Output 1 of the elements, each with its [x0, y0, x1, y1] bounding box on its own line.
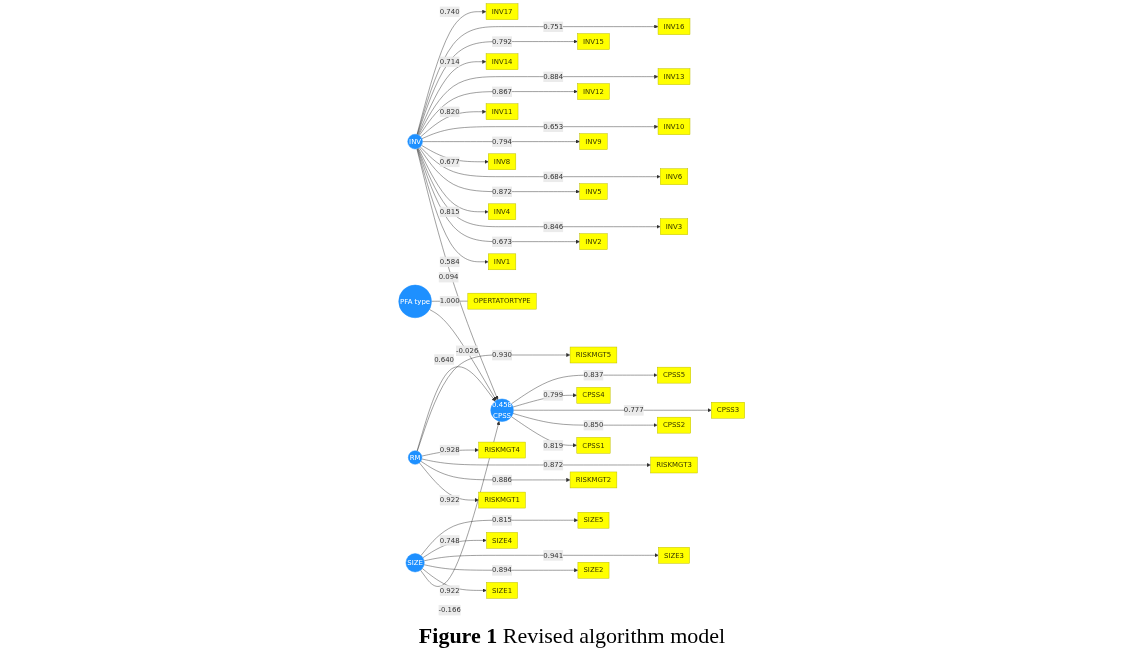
figure-caption: Figure 1 Revised algorithm model	[418, 622, 726, 650]
